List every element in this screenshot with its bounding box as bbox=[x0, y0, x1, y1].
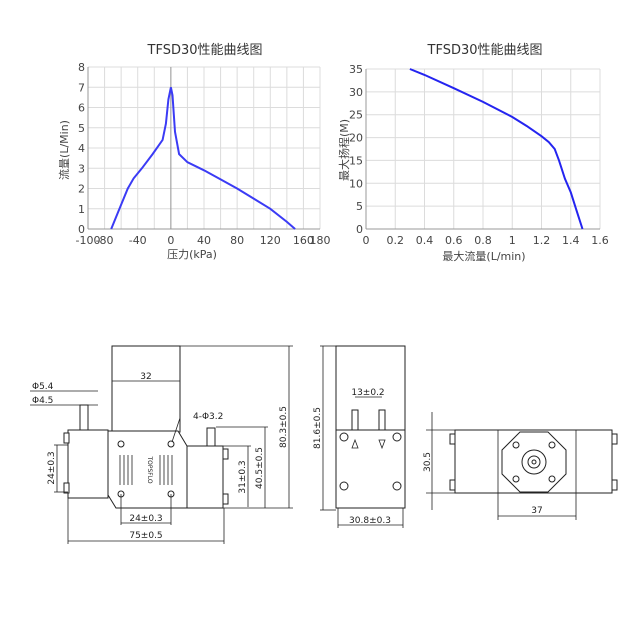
x-tick-label: 80 bbox=[230, 234, 244, 247]
left-pump-head bbox=[67, 429, 109, 499]
x-tick-label: 0 bbox=[167, 234, 174, 247]
front-view: TOPSFLO 32 Φ5.4 Φ4.5 4-Φ3.2 80.3±0.5 40.… bbox=[30, 345, 293, 544]
x-tick-label: 180 bbox=[310, 234, 331, 247]
x-tick-label: 40 bbox=[197, 234, 211, 247]
y-tick-label: 5 bbox=[356, 200, 363, 213]
dim-outlet-inner: Φ4.5 bbox=[32, 396, 53, 406]
x-tick-label: 0.6 bbox=[445, 234, 463, 247]
x-tick-label: -80 bbox=[96, 234, 114, 247]
outlet-nozzle bbox=[79, 404, 89, 431]
y-tick-label: 2 bbox=[78, 183, 85, 196]
x-tick-label: 0.8 bbox=[474, 234, 492, 247]
dim-port-spacing: 13±0.2 bbox=[351, 388, 384, 398]
y-tick-label: 0 bbox=[356, 223, 363, 236]
bottom-view: 30.5 37 bbox=[423, 412, 618, 520]
dim-width: 37 bbox=[531, 506, 542, 516]
y-tick-label: 25 bbox=[349, 109, 363, 122]
y-axis-label: 流量(L/Min) bbox=[57, 120, 71, 180]
x-tick-label: -40 bbox=[129, 234, 147, 247]
y-tick-label: 20 bbox=[349, 132, 363, 145]
x-tick-label: 0.4 bbox=[416, 234, 434, 247]
dim-total-height: 81.6±0.5 bbox=[313, 407, 323, 449]
dim-left-height: 24±0.3 bbox=[47, 451, 57, 484]
y-tick-label: 4 bbox=[78, 142, 85, 155]
dim-motor-width: 32 bbox=[140, 372, 151, 382]
y-tick-label: 30 bbox=[349, 86, 363, 99]
side-view: 13±0.2 81.6±0.5 30.8±0.3 bbox=[313, 345, 406, 528]
x-tick-label: 120 bbox=[260, 234, 281, 247]
head-curve bbox=[409, 68, 584, 230]
x-tick-label: 0.2 bbox=[387, 234, 405, 247]
y-tick-label: 8 bbox=[78, 61, 85, 74]
x-tick-label: 1.2 bbox=[533, 234, 551, 247]
y-tick-label: 6 bbox=[78, 102, 85, 115]
x-tick-label: 160 bbox=[293, 234, 314, 247]
inlet-nozzle bbox=[206, 427, 216, 447]
chart-title: TFSD30性能曲线图 bbox=[427, 43, 543, 58]
x-tick-label: 1.4 bbox=[562, 234, 580, 247]
x-axis-label: 压力(kPa) bbox=[167, 248, 217, 261]
x-axis-label: 最大流量(L/min) bbox=[442, 249, 525, 263]
x-tick-label: 0 bbox=[363, 234, 370, 247]
y-tick-label: 35 bbox=[349, 63, 363, 76]
y-tick-label: 7 bbox=[78, 81, 85, 94]
x-tick-label: 1 bbox=[509, 234, 516, 247]
x-tick-label: -100 bbox=[76, 234, 101, 247]
y-axis-label: 最大扬程(M) bbox=[337, 119, 351, 181]
y-tick-label: 5 bbox=[78, 122, 85, 135]
dim-height: 30.5 bbox=[423, 452, 433, 472]
brand-logo: TOPSFLO bbox=[146, 455, 153, 483]
dim-body-height: 40.5±0.5 bbox=[255, 447, 265, 489]
dim-total-length: 75±0.5 bbox=[129, 531, 162, 541]
dim-head-height: 31±0.3 bbox=[238, 460, 248, 493]
y-tick-label: 15 bbox=[349, 154, 363, 167]
pump-body bbox=[335, 429, 406, 509]
dim-width: 30.8±0.3 bbox=[349, 516, 391, 526]
flow-curve bbox=[110, 87, 296, 230]
dim-hole-spacing: 24±0.3 bbox=[129, 514, 162, 524]
dim-holes: 4-Φ3.2 bbox=[193, 412, 223, 422]
dim-outlet-outer: Φ5.4 bbox=[32, 382, 54, 392]
y-tick-label: 0 bbox=[78, 223, 85, 236]
y-tick-label: 10 bbox=[349, 177, 363, 190]
chart-title: TFSD30性能曲线图 bbox=[147, 43, 263, 58]
y-tick-label: 3 bbox=[78, 162, 85, 175]
x-tick-label: 1.6 bbox=[591, 234, 609, 247]
motor-housing bbox=[111, 345, 181, 433]
right-pump-head bbox=[186, 445, 224, 509]
dim-total-height: 80.3±0.5 bbox=[279, 406, 289, 448]
y-tick-label: 1 bbox=[78, 203, 85, 216]
